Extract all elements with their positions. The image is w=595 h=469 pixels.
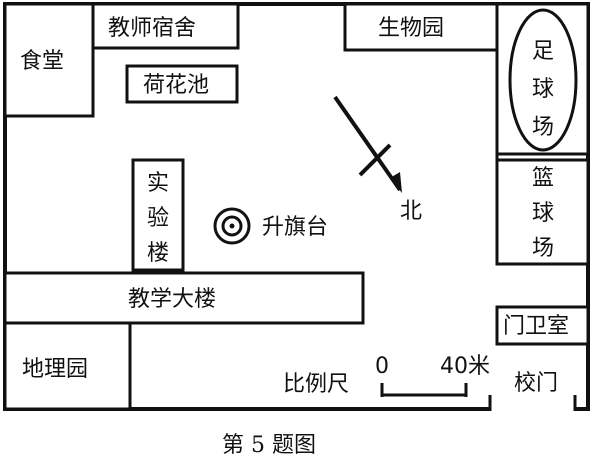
scale-bar xyxy=(380,383,468,397)
flag-platform-center xyxy=(229,223,235,229)
bio-garden-block xyxy=(343,2,499,52)
north-label: 北 xyxy=(400,199,422,224)
guard-room-label: 门卫室 xyxy=(503,314,569,339)
lab-building-block xyxy=(131,158,185,272)
lab-building-label-1: 实 xyxy=(147,171,169,196)
football-field-oval xyxy=(508,8,578,152)
scale-zero: 0 xyxy=(375,354,389,379)
gate-label: 校门 xyxy=(514,371,558,396)
geo-garden-label: 地理园 xyxy=(22,357,88,382)
football-field-label-1: 足 xyxy=(532,39,554,64)
north-arrow xyxy=(333,95,402,193)
basketball-court-label-3: 场 xyxy=(532,236,554,261)
scale-distance: 40米 xyxy=(440,354,490,379)
lab-building-label-3: 楼 xyxy=(147,241,169,266)
teaching-building-block xyxy=(3,271,365,325)
bio-garden-label: 生物园 xyxy=(378,16,444,41)
canteen-label: 食堂 xyxy=(20,49,64,74)
basketball-court-label-1: 篮 xyxy=(532,166,554,191)
lab-building-label-2: 验 xyxy=(147,206,169,231)
football-field-label-2: 球 xyxy=(532,77,554,102)
flag-platform-outer-ring xyxy=(213,207,251,245)
lotus-pond-label: 荷花池 xyxy=(143,73,209,98)
dorm-block xyxy=(91,2,240,50)
geo-garden-block xyxy=(3,321,132,411)
lotus-pond-block xyxy=(125,64,239,104)
scale-title: 比例尺 xyxy=(283,372,349,397)
football-field-block xyxy=(495,2,590,156)
teaching-building-label: 教学大楼 xyxy=(128,287,216,312)
basketball-court-block xyxy=(495,158,590,266)
football-field-label-3: 场 xyxy=(532,115,554,140)
flag-platform-middle-ring xyxy=(221,215,243,237)
basketball-court-label-2: 球 xyxy=(532,201,554,226)
flag-platform-label: 升旗台 xyxy=(262,215,328,240)
guard-room-block xyxy=(495,305,590,346)
canteen-block xyxy=(3,2,95,118)
dorm-label: 教师宿舍 xyxy=(108,16,196,41)
figure-caption: 第 5 题图 xyxy=(222,433,316,458)
